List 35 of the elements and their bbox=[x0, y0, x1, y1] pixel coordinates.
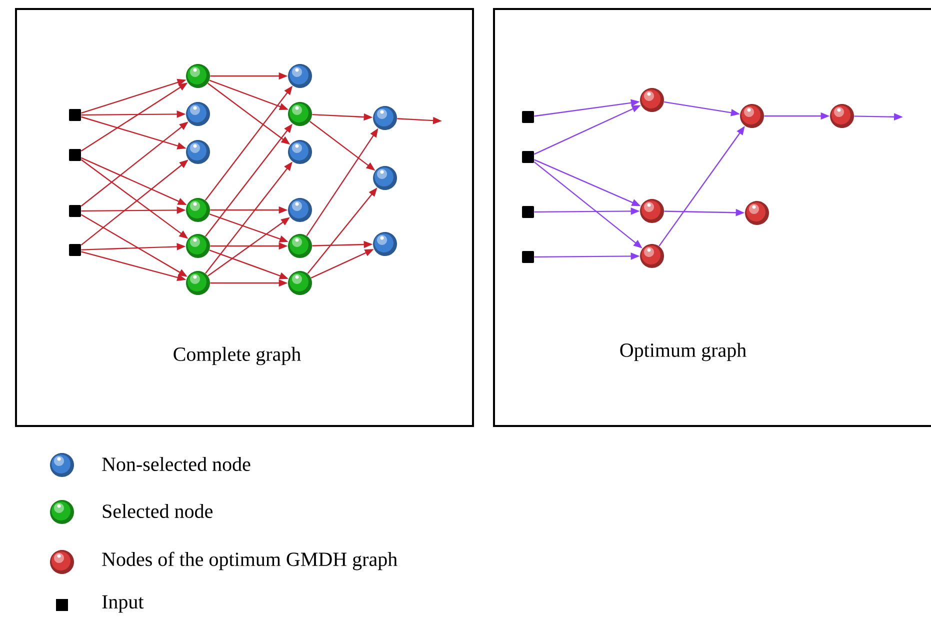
panel: Optimum graph bbox=[493, 8, 931, 427]
graph-node bbox=[288, 140, 312, 164]
graph-node bbox=[288, 64, 312, 88]
input-square bbox=[69, 244, 81, 256]
graph-node bbox=[745, 201, 769, 225]
input-square bbox=[69, 109, 81, 121]
input-square bbox=[522, 251, 534, 263]
input-square bbox=[522, 111, 534, 123]
input-square bbox=[69, 149, 81, 161]
input-square bbox=[522, 151, 534, 163]
legend-label: Selected node bbox=[102, 504, 212, 518]
panel: Complete graph bbox=[15, 8, 474, 427]
graph-node bbox=[740, 104, 764, 128]
legend-label: Non-selected node bbox=[102, 456, 250, 472]
graph-node bbox=[288, 198, 312, 222]
graph-node bbox=[186, 102, 210, 126]
input-square bbox=[69, 205, 81, 217]
input-square bbox=[522, 206, 534, 218]
graph-node bbox=[373, 166, 397, 190]
graph-node bbox=[186, 64, 210, 88]
graph-node bbox=[288, 234, 312, 258]
graph-node bbox=[640, 244, 664, 268]
graph-node bbox=[288, 271, 312, 295]
graph-node bbox=[186, 271, 210, 295]
graph-node bbox=[640, 88, 664, 112]
graph-node bbox=[186, 234, 210, 258]
graph-node bbox=[288, 102, 312, 126]
graph-node bbox=[640, 199, 664, 223]
graph-node bbox=[830, 104, 854, 128]
graph-node bbox=[373, 232, 397, 256]
graph-node bbox=[186, 140, 210, 164]
graph-node bbox=[186, 198, 210, 222]
graph-node bbox=[373, 106, 397, 130]
legend-label: Input bbox=[102, 595, 144, 613]
legend-label: Nodes of the optimum GMDH graph bbox=[102, 552, 398, 570]
